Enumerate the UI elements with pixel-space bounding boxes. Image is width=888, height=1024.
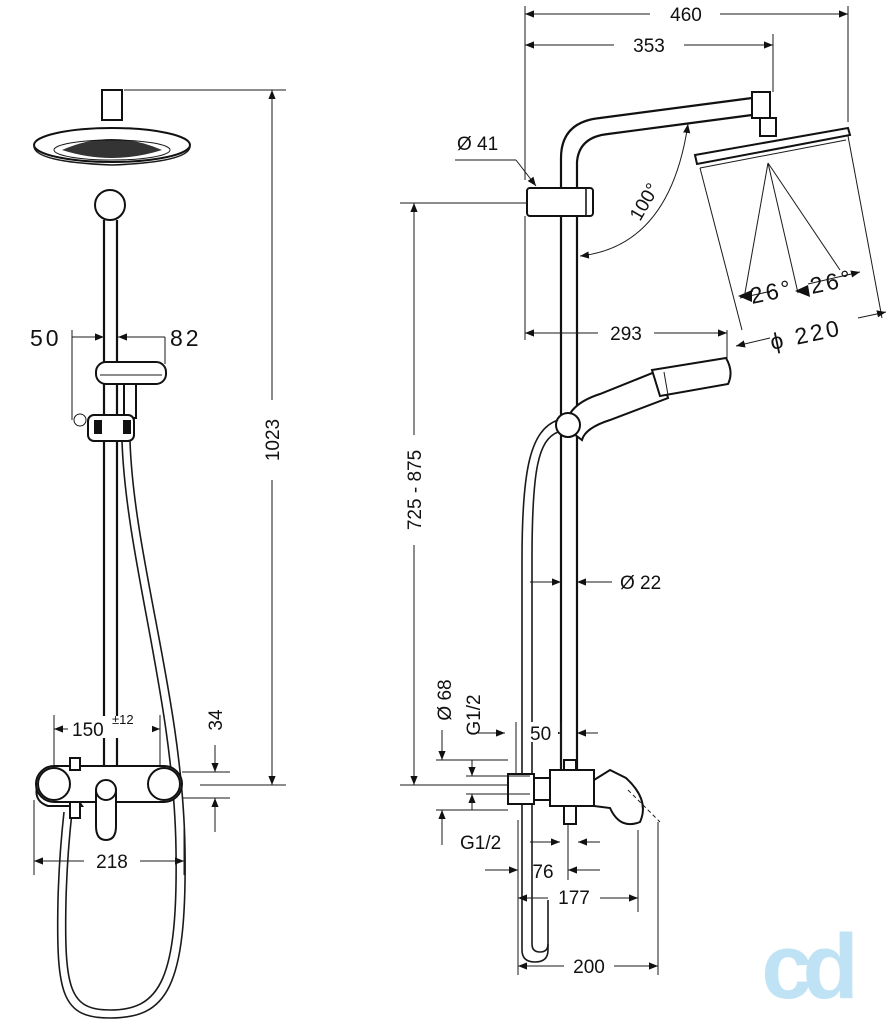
- dim-arm-angle: 100°: [579, 123, 691, 259]
- dim-total-height-label: 1023: [263, 419, 284, 461]
- dim-mixer-tolerance-label: ±12: [112, 712, 134, 727]
- dim-bracket-diameter-label: Ø 41: [457, 134, 498, 155]
- dim-overhead-reach: 460: [524, 5, 849, 180]
- dim-mixer-offset: 50: [515, 722, 598, 774]
- dim-bracket-diameter: Ø 41: [455, 134, 537, 187]
- dim-arm-reach-label: 353: [633, 36, 665, 57]
- dim-lever-depth-label: 177: [558, 888, 590, 909]
- dim-thread-bottom: G1/2: [460, 833, 600, 854]
- dim-thread-bottom-label: G1/2: [460, 833, 501, 854]
- dim-spray-angle-right-label: 26°: [808, 264, 856, 299]
- rain-shower-head-side: [693, 126, 852, 169]
- rain-head-connector: [101, 89, 123, 121]
- dim-arm-offset: 50 82: [30, 325, 202, 420]
- front-view: 1023 50 82 150 ±12 34: [30, 89, 286, 1019]
- dim-mixer-width-label: 218: [96, 852, 128, 873]
- dim-mixer-spacing-label: 150: [72, 720, 104, 741]
- slider-ball: [94, 189, 126, 221]
- dim-hand-shower-reach-label: 293: [610, 324, 642, 345]
- dim-pipe-diameter: Ø 22: [530, 573, 661, 594]
- dim-thread-top-label: G1/2: [464, 694, 485, 735]
- dim-hand-shower-reach: 293: [524, 216, 728, 360]
- brand-logo: cd: [761, 916, 863, 1018]
- dim-inlet-diameter-label: Ø 68: [435, 679, 456, 720]
- dim-head-diameter-label: ϕ 220: [768, 314, 844, 355]
- dim-spray-angle-left-label: 26°: [748, 274, 796, 309]
- dim-inlet-spacing: 76: [485, 820, 600, 975]
- dim-head-diameter: ϕ 220: [735, 310, 887, 355]
- dim-pipe-diameter-label: Ø 22: [620, 573, 661, 594]
- dim-arm-angle-label: 100°: [626, 180, 664, 225]
- dim-overhead-reach-label: 460: [670, 5, 702, 26]
- wall-bracket: [526, 187, 594, 217]
- rain-shower-head-front: [33, 127, 191, 166]
- dim-mixer-height-label: 34: [206, 709, 227, 731]
- side-view: 460 353 Ø 41 100° 26° 26°: [400, 5, 887, 978]
- dim-mixer-width: 218: [33, 800, 185, 875]
- dim-total-depth-label: 200: [573, 957, 605, 978]
- shower-holder-front: [73, 413, 135, 442]
- dim-mixer-spacing: 150 ±12: [53, 712, 161, 766]
- dim-mixer-offset-label: 50: [530, 724, 551, 745]
- shower-hose-side: [521, 419, 559, 963]
- hand-shower-side: [555, 356, 732, 442]
- dim-arm-reach: 353: [525, 34, 774, 92]
- overhead-arm: [559, 96, 753, 180]
- dim-height-range: 725 - 875: [400, 202, 527, 786]
- spray-angle-lines: [699, 135, 883, 331]
- mixer-front: [35, 757, 183, 842]
- dim-thread-top: G1/2: [464, 694, 530, 810]
- dim-height-range-label: 725 - 875: [405, 450, 426, 530]
- shower-hose-front: [64, 440, 177, 1011]
- mixer-side: [507, 759, 661, 826]
- dim-inlet-spacing-label: 76: [532, 862, 553, 883]
- dim-spray-angles: 26° 26°: [738, 264, 861, 309]
- dim-arm-left-label: 50: [30, 325, 62, 351]
- hand-shower-front: [95, 361, 167, 419]
- dim-mixer-height: 34: [182, 709, 230, 832]
- dim-total-height: 1023: [124, 89, 286, 786]
- dim-total-depth: 200: [518, 822, 659, 978]
- dim-lever-depth: 177: [518, 830, 639, 912]
- brand-logo-text: cd: [761, 916, 853, 1018]
- dim-arm-right-label: 82: [170, 325, 202, 351]
